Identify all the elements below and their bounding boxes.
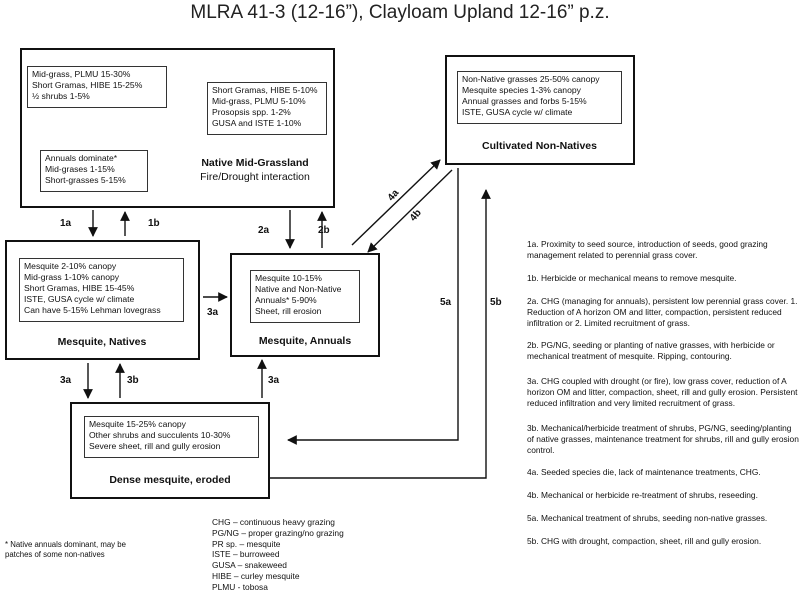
community-mesquite-natives: Mesquite 2-10% canopy Mid-grass 1-10% ca… [19,258,184,322]
legend-item: GUSA – snakeweed [212,560,287,571]
note-2b: 2b. PG/NG, seeding or planting of native… [527,340,775,361]
transition-label-3a-left: 3a [60,375,72,386]
legend-item: ISTE – burroweed [212,549,280,560]
abbreviation-legend: CHG – continuous heavy grazing PG/NG – p… [212,517,344,593]
state-cultivated-non-natives: Non-Native grasses 25-50% canopy Mesquit… [445,55,635,165]
state-label-mesquite-natives: Mesquite, Natives [57,336,147,348]
transition-label-1a: 1a [60,218,72,229]
community-annuals: Annuals dominate* Mid-grases 1-15% Short… [40,150,148,192]
transition-label-5a: 5a [440,297,452,308]
legend-item: PG/NG – proper grazing/no grazing [212,527,344,538]
note-5b: 5b. CHG with drought, compaction, sheet,… [527,536,762,546]
footnote: * Native annuals dominant, may be patche… [5,540,126,559]
arrow-5a [287,168,459,445]
note-3b: 3b. Mechanical/herbicide treatment of sh… [527,423,799,455]
community-short-gramas: Short Gramas, HIBE 5-10% Mid-grass, PLMU… [207,82,327,135]
arrow-4a [351,159,441,246]
note-3a: 3a. CHG coupled with drought (or fire), … [527,376,798,408]
state-label-dense: Dense mesquite, eroded [109,474,231,486]
state-label-mesquite-annuals: Mesquite, Annuals [258,335,352,347]
community-cultivated: Non-Native grasses 25-50% canopy Mesquit… [457,71,622,124]
state-label-native: Native Mid-Grassland [201,157,309,169]
legend-item: PR sp. – mesquite [212,538,281,549]
legend-item: CHG – continuous heavy grazing [212,517,335,527]
transition-label-5b: 5b [490,297,502,308]
state-mesquite-annuals: Mesquite 10-15% Native and Non-Native An… [230,253,380,357]
arrow-5b [268,189,491,479]
community-dense: Mesquite 15-25% canopy Other shrubs and … [84,416,259,458]
note-4b: 4b. Mechanical or herbicide re-treatment… [527,490,758,500]
community-mesquite-annuals: Mesquite 10-15% Native and Non-Native An… [250,270,360,323]
legend-item: HIBE – curley mesquite [212,570,300,581]
note-5a: 5a. Mechanical treatment of shrubs, seed… [527,513,768,523]
community-midgrass: Mid-grass, PLMU 15-30% Short Gramas, HIB… [27,66,167,108]
note-4a: 4a. Seeded species die, lack of maintena… [527,467,761,477]
transition-label-1b: 1b [148,218,160,229]
transition-label-2a: 2a [258,225,270,236]
state-sublabel-native: Fire/Drought interaction [200,171,310,183]
note-1a: 1a. Proximity to seed source, introducti… [527,239,768,260]
state-label-cultivated: Cultivated Non-Natives [482,140,597,152]
state-native-mid-grassland: Mid-grass, PLMU 15-30% Short Gramas, HIB… [20,48,335,208]
transition-label-3a-right: 3a [268,375,280,386]
note-2a: 2a. CHG (managing for annuals), persiste… [527,296,798,328]
state-dense-mesquite-eroded: Mesquite 15-25% canopy Other shrubs and … [70,402,270,499]
arrow-4b [367,169,453,253]
state-mesquite-natives: Mesquite 2-10% canopy Mid-grass 1-10% ca… [5,240,200,360]
transition-label-3b: 3b [127,375,139,386]
transition-label-2b: 2b [318,225,330,236]
legend-item: PLMU - tobosa [212,581,268,592]
diagram-title: MLRA 41-3 (12-16”), Clayloam Upland 12-1… [190,2,610,23]
note-1b: 1b. Herbicide or mechanical means to rem… [527,273,737,283]
transition-label-3a-horizontal: 3a [207,307,219,318]
